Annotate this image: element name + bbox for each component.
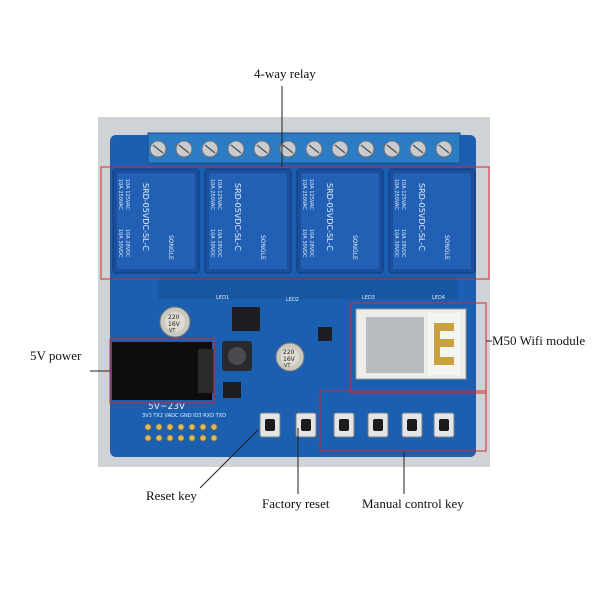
led-strip: LED1 LED2 LED3 LED4 (158, 277, 458, 303)
relay-rating-1-2: 10A 125VAC (124, 179, 130, 210)
chip-small-2 (223, 382, 241, 398)
dc-power-jack (112, 342, 214, 400)
header-pin (166, 434, 174, 442)
factory-reset-label: Factory reset (262, 496, 330, 511)
voltage-label: 5V~23V (148, 402, 186, 412)
manual-control-button-4[interactable] (433, 412, 455, 438)
regulator-chip (232, 307, 260, 331)
manual-control-button-1[interactable] (333, 412, 355, 438)
relay-rating-2-1: 10A 250VAC (209, 179, 215, 210)
reset-key-label: Reset key (146, 488, 197, 503)
relay-highlight-box (100, 166, 490, 280)
relay-rating-4-4: 10A 28VDC (400, 229, 406, 258)
relay-brand-1: SONGLE (167, 235, 174, 260)
relay-brand-2: SONGLE (259, 235, 266, 260)
header-pin (210, 423, 218, 431)
relay-rating-3-3: 10A 30VDC (301, 229, 307, 258)
relay-rating-1-3: 10A 30VDC (117, 229, 123, 258)
relay-rating-3-1: 10A 250VAC (301, 179, 307, 210)
header-pin (155, 423, 163, 431)
cap2-volt: 16V (283, 356, 296, 363)
cap2-type: VT (284, 363, 291, 369)
wifi-highlight-box (349, 302, 487, 394)
relay-brand-3: SONGLE (351, 235, 358, 260)
relay-brand-4: SONGLE (443, 235, 450, 260)
relay-label: 4-way relay (254, 66, 316, 81)
cap1-type: VT (169, 328, 176, 334)
manual-control-button-2[interactable] (367, 412, 389, 438)
header-pin (188, 434, 196, 442)
header-pin (177, 423, 185, 431)
screw-terminals (147, 132, 461, 164)
relay-rating-4-3: 10A 30VDC (393, 229, 399, 258)
header-pin (199, 423, 207, 431)
relay-rating-3-2: 10A 125VAC (308, 179, 314, 210)
relay-rating-3-4: 10A 28VDC (308, 229, 314, 258)
header-pin (144, 423, 152, 431)
header-pin (177, 434, 185, 442)
relay-model-1: SRD-05VDC-SL-C (141, 183, 150, 251)
factory-reset-button[interactable] (295, 412, 317, 438)
relay-model-3: SRD-05VDC-SL-C (325, 183, 334, 251)
relay-model-4: SRD-05VDC-SL-C (417, 183, 426, 251)
relay-rating-2-4: 10A 28VDC (216, 229, 222, 258)
relay-rating-1-1: 10A 250VAC (117, 179, 123, 210)
relay-model-2: SRD-05VDC-SL-C (233, 183, 242, 251)
capacitor-2: 220 16V VT (275, 342, 305, 372)
relay-rating-1-4: 10A 28VDC (124, 229, 130, 258)
inductor (222, 341, 252, 371)
wifi-module (355, 308, 467, 380)
led1-label: LED1 (216, 295, 229, 301)
capacitor-1: 220 16V VT (159, 306, 191, 338)
led2-label: LED2 (286, 297, 299, 303)
header-pin (199, 434, 207, 442)
relay-rating-2-3: 10A 30VDC (209, 229, 215, 258)
header-pin (144, 434, 152, 442)
manual-key-label: Manual control key (362, 496, 464, 511)
wifi-label: M50 Wifi module (492, 333, 586, 348)
cap1-value: 220 (168, 314, 180, 321)
chip-small-1 (318, 327, 332, 341)
relay-rating-2-2: 10A 125VAC (216, 179, 222, 210)
led3-label: LED3 (362, 295, 375, 301)
relay-rating-4-1: 10A 250VAC (393, 179, 399, 210)
header-pin (166, 423, 174, 431)
header-pin (188, 423, 196, 431)
reset-button[interactable] (259, 412, 281, 438)
header-pin (155, 434, 163, 442)
manual-control-button-3[interactable] (401, 412, 423, 438)
cap2-value: 220 (283, 349, 295, 356)
cap1-volt: 16V (168, 321, 181, 328)
manual-keys-highlight-box (319, 390, 487, 452)
header-pin-label: 3V3 TX2 VADC GND IO3 RXD TXD (142, 413, 226, 419)
header-pin (210, 434, 218, 442)
led4-label: LED4 (432, 295, 445, 301)
relay-rating-4-2: 10A 125VAC (400, 179, 406, 210)
power-highlight-box (109, 338, 215, 404)
power-label: 5V power (30, 348, 82, 363)
